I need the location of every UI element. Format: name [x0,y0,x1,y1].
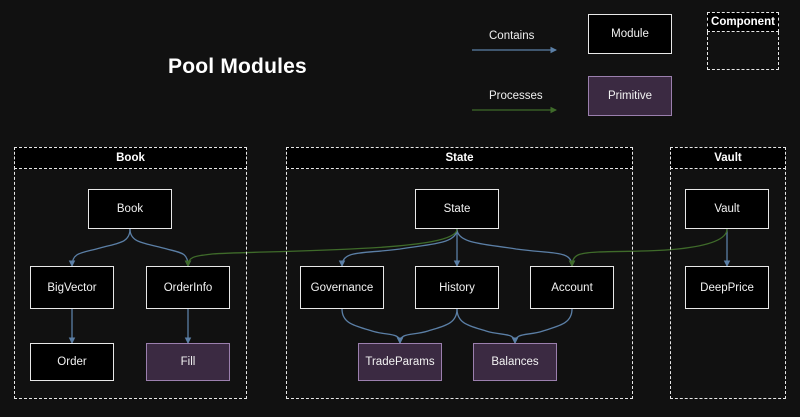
legend-module-box: Module [588,14,672,54]
legend-contains-label: Contains [489,30,535,42]
node-orderinfo[interactable]: OrderInfo [146,266,230,309]
node-order[interactable]: Order [30,343,114,381]
node-governance[interactable]: Governance [300,266,384,309]
node-state[interactable]: State [415,189,499,229]
legend-processes-arrow [472,106,558,114]
cluster-book-label: Book [14,147,247,169]
legend-primitive-box: Primitive [588,76,672,116]
legend-processes-label: Processes [489,90,543,102]
node-fill[interactable]: Fill [146,343,230,381]
page-title: Pool Modules [168,55,307,78]
node-bigvector[interactable]: BigVector [30,266,114,309]
cluster-state-label: State [286,147,633,169]
legend-contains-arrow [472,46,558,54]
node-vault[interactable]: Vault [685,189,769,229]
legend-component-label: Component [707,12,779,32]
node-account[interactable]: Account [530,266,614,309]
node-book[interactable]: Book [88,189,172,229]
node-balances[interactable]: Balances [473,343,557,381]
node-history[interactable]: History [415,266,499,309]
node-tradeparams[interactable]: TradeParams [358,343,442,381]
node-deepprice[interactable]: DeepPrice [685,266,769,309]
cluster-vault-label: Vault [670,147,786,169]
